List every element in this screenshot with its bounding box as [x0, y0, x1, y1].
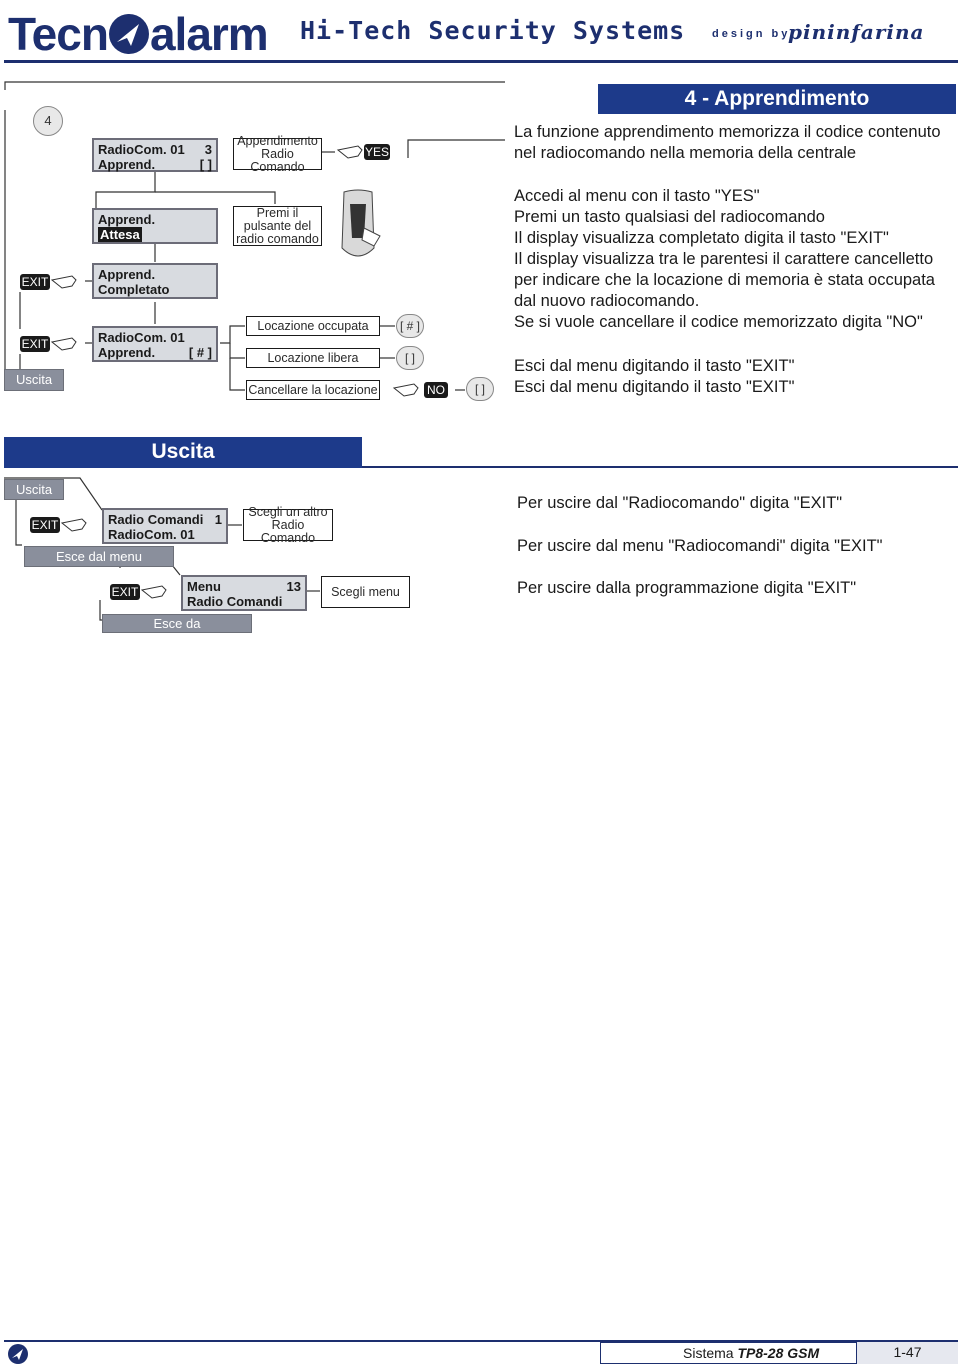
lcd-line1-right: 3 [204, 142, 212, 157]
uscita-label-1: Uscita [4, 369, 64, 391]
footer-system-name: TP8-28 GSM [737, 1345, 820, 1361]
lcd-radio-line1-right: 1 [214, 512, 222, 527]
yes-key-label: YES [364, 144, 390, 160]
footer-logo-icon [8, 1344, 28, 1364]
pointing-hand-icon [336, 145, 363, 159]
section-title-uscita: Uscita [4, 437, 362, 468]
header [0, 0, 960, 66]
section2-line-3: Per uscire dalla programmazione digita "… [517, 579, 857, 597]
header-rule [4, 60, 958, 63]
lcd-apprend-attesa: Apprend. Attesa [92, 208, 218, 244]
lcd-completato-line2: Completato [98, 282, 170, 297]
lcd-attesa-line2: Attesa [98, 227, 142, 242]
step-line-4: Il display visualizza tra le parentesi i… [514, 250, 934, 268]
exit-key-1[interactable]: EXIT [20, 270, 88, 294]
footer-rule [4, 1340, 958, 1342]
remote-control-icon [334, 188, 382, 264]
lcd-completato-line1: Apprend. [98, 267, 156, 282]
tagline: Hi-Tech Security Systems [300, 16, 686, 45]
step-line-6: dal nuovo radiocomando. [514, 292, 700, 310]
lcd-menu-line1-right: 13 [286, 579, 301, 594]
step-number-badge: 4 [33, 106, 63, 136]
intro-line-1: La funzione apprendimento memorizza il c… [514, 123, 941, 141]
intro-line-2: nel radiocomando nella memoria della cen… [514, 144, 857, 162]
exit-key-3-label: EXIT [30, 517, 60, 533]
no-key[interactable]: NO [392, 378, 452, 402]
box-locazione-libera: Locazione libera [246, 348, 380, 368]
exit-key-3[interactable]: EXIT [30, 513, 100, 537]
footer-system-label: Sistema [683, 1345, 734, 1361]
lcd-line2-right: [ ] [199, 157, 212, 172]
lcd-line1-left: RadioCom. 01 [98, 142, 185, 157]
lcd-result-line2-right: [ # ] [188, 345, 212, 360]
box-locazione-occupata: Locazione occupata [246, 316, 380, 336]
section2-rule [4, 466, 958, 468]
esce-da-programmazione-label: Esce da programmazione [102, 614, 252, 648]
step-line-7: Se si vuole cancellare il codice memoriz… [514, 313, 923, 331]
lcd-radio-line1-left: Radio Comandi [108, 512, 204, 527]
box-scegli-menu: Scegli menu [321, 576, 410, 608]
yes-key[interactable]: YES [336, 140, 392, 166]
flow-lines [4, 81, 505, 391]
step-line-5: per indicare che la locazione di memoria… [514, 271, 935, 289]
lcd-menu-line2: Radio Comandi [187, 594, 283, 609]
step-line-3: Il display visualizza completato digita … [514, 229, 889, 247]
footer-system: Sistema TP8-28 GSM [683, 1344, 819, 1362]
lcd-menu-line1-left: Menu [187, 579, 221, 594]
pointing-hand-icon [392, 383, 419, 397]
pointing-hand-icon [60, 518, 87, 532]
tecnoalarm-logo: Tecn alarm [8, 6, 269, 62]
pointing-hand-icon [140, 585, 167, 599]
exit-key-4-label: EXIT [110, 584, 140, 600]
pointing-hand-icon [50, 275, 77, 289]
lcd-result-line2-left: Apprend. [98, 345, 156, 360]
section2-line-2: Per uscire dal menu "Radiocomandi" digit… [517, 537, 883, 555]
footer-page-number: 1-47 [856, 1342, 958, 1364]
pointing-hand-icon [50, 337, 77, 351]
lcd-line2-left: Apprend. [98, 157, 156, 172]
intro-text: La funzione apprendimento memorizza il c… [514, 122, 960, 164]
exit-key-1-label: EXIT [20, 274, 50, 290]
uscita-label-2: Uscita [4, 479, 64, 500]
lcd-radio-line2: RadioCom. 01 [108, 527, 195, 542]
steps-text: Accedi al menu con il tasto "YES" Premi … [514, 186, 960, 333]
oval-hash: [ # ] [396, 314, 424, 338]
logo-text-right: alarm [149, 8, 269, 60]
box-scegli-altro: Scegli un altro Radio Comando [243, 505, 333, 544]
lcd-result-line1: RadioCom. 01 [98, 330, 185, 345]
exit-step-line-2: Esci dal menu digitando il tasto "EXIT" [514, 378, 795, 396]
exit-key-2[interactable]: EXIT [20, 332, 88, 356]
lcd-menu: Menu 13 Radio Comandi [181, 575, 307, 611]
section2-line-1: Per uscire dal "Radiocomando" digita "EX… [517, 494, 843, 512]
lcd-apprend-completato: Apprend. Completato [92, 263, 218, 299]
designer-signature: pininfarina [788, 20, 925, 44]
oval-empty: [ ] [396, 346, 424, 370]
exit-key-4[interactable]: EXIT [106, 580, 180, 604]
lcd-radio-comandi: Radio Comandi 1 RadioCom. 01 [102, 508, 228, 544]
exit-steps-text: Esci dal menu digitando il tasto "EXIT" … [514, 356, 960, 398]
box-appendimento-radio-comando: Appendimento Radio Comando [233, 134, 322, 173]
logo-mark-icon [108, 14, 149, 54]
esce-dal-menu-label: Esce dal menu [24, 546, 174, 567]
no-key-label: NO [424, 382, 448, 398]
exit-step-line-1: Esci dal menu digitando il tasto "EXIT" [514, 357, 795, 375]
box-cancellare-locazione: Cancellare la locazione [246, 380, 380, 400]
step-line-2: Premi un tasto qualsiasi del radiocomand… [514, 208, 825, 226]
box-premi-pulsante: Premi il pulsante del radio comando [233, 206, 322, 246]
lcd-radiocom-result: RadioCom. 01 Apprend. [ # ] [92, 326, 218, 362]
logo-text-left: Tecn [8, 8, 109, 60]
section-title-apprendimento: 4 - Apprendimento [598, 84, 956, 114]
oval-empty-2: [ ] [466, 377, 494, 401]
exit-key-2-label: EXIT [20, 336, 50, 352]
lcd-attesa-line1: Apprend. [98, 212, 156, 227]
step-line-1: Accedi al menu con il tasto "YES" [514, 187, 760, 205]
design-by-label: design by [712, 28, 791, 40]
lcd-radiocom-apprend: RadioCom. 01 3 Apprend. [ ] [92, 138, 218, 172]
